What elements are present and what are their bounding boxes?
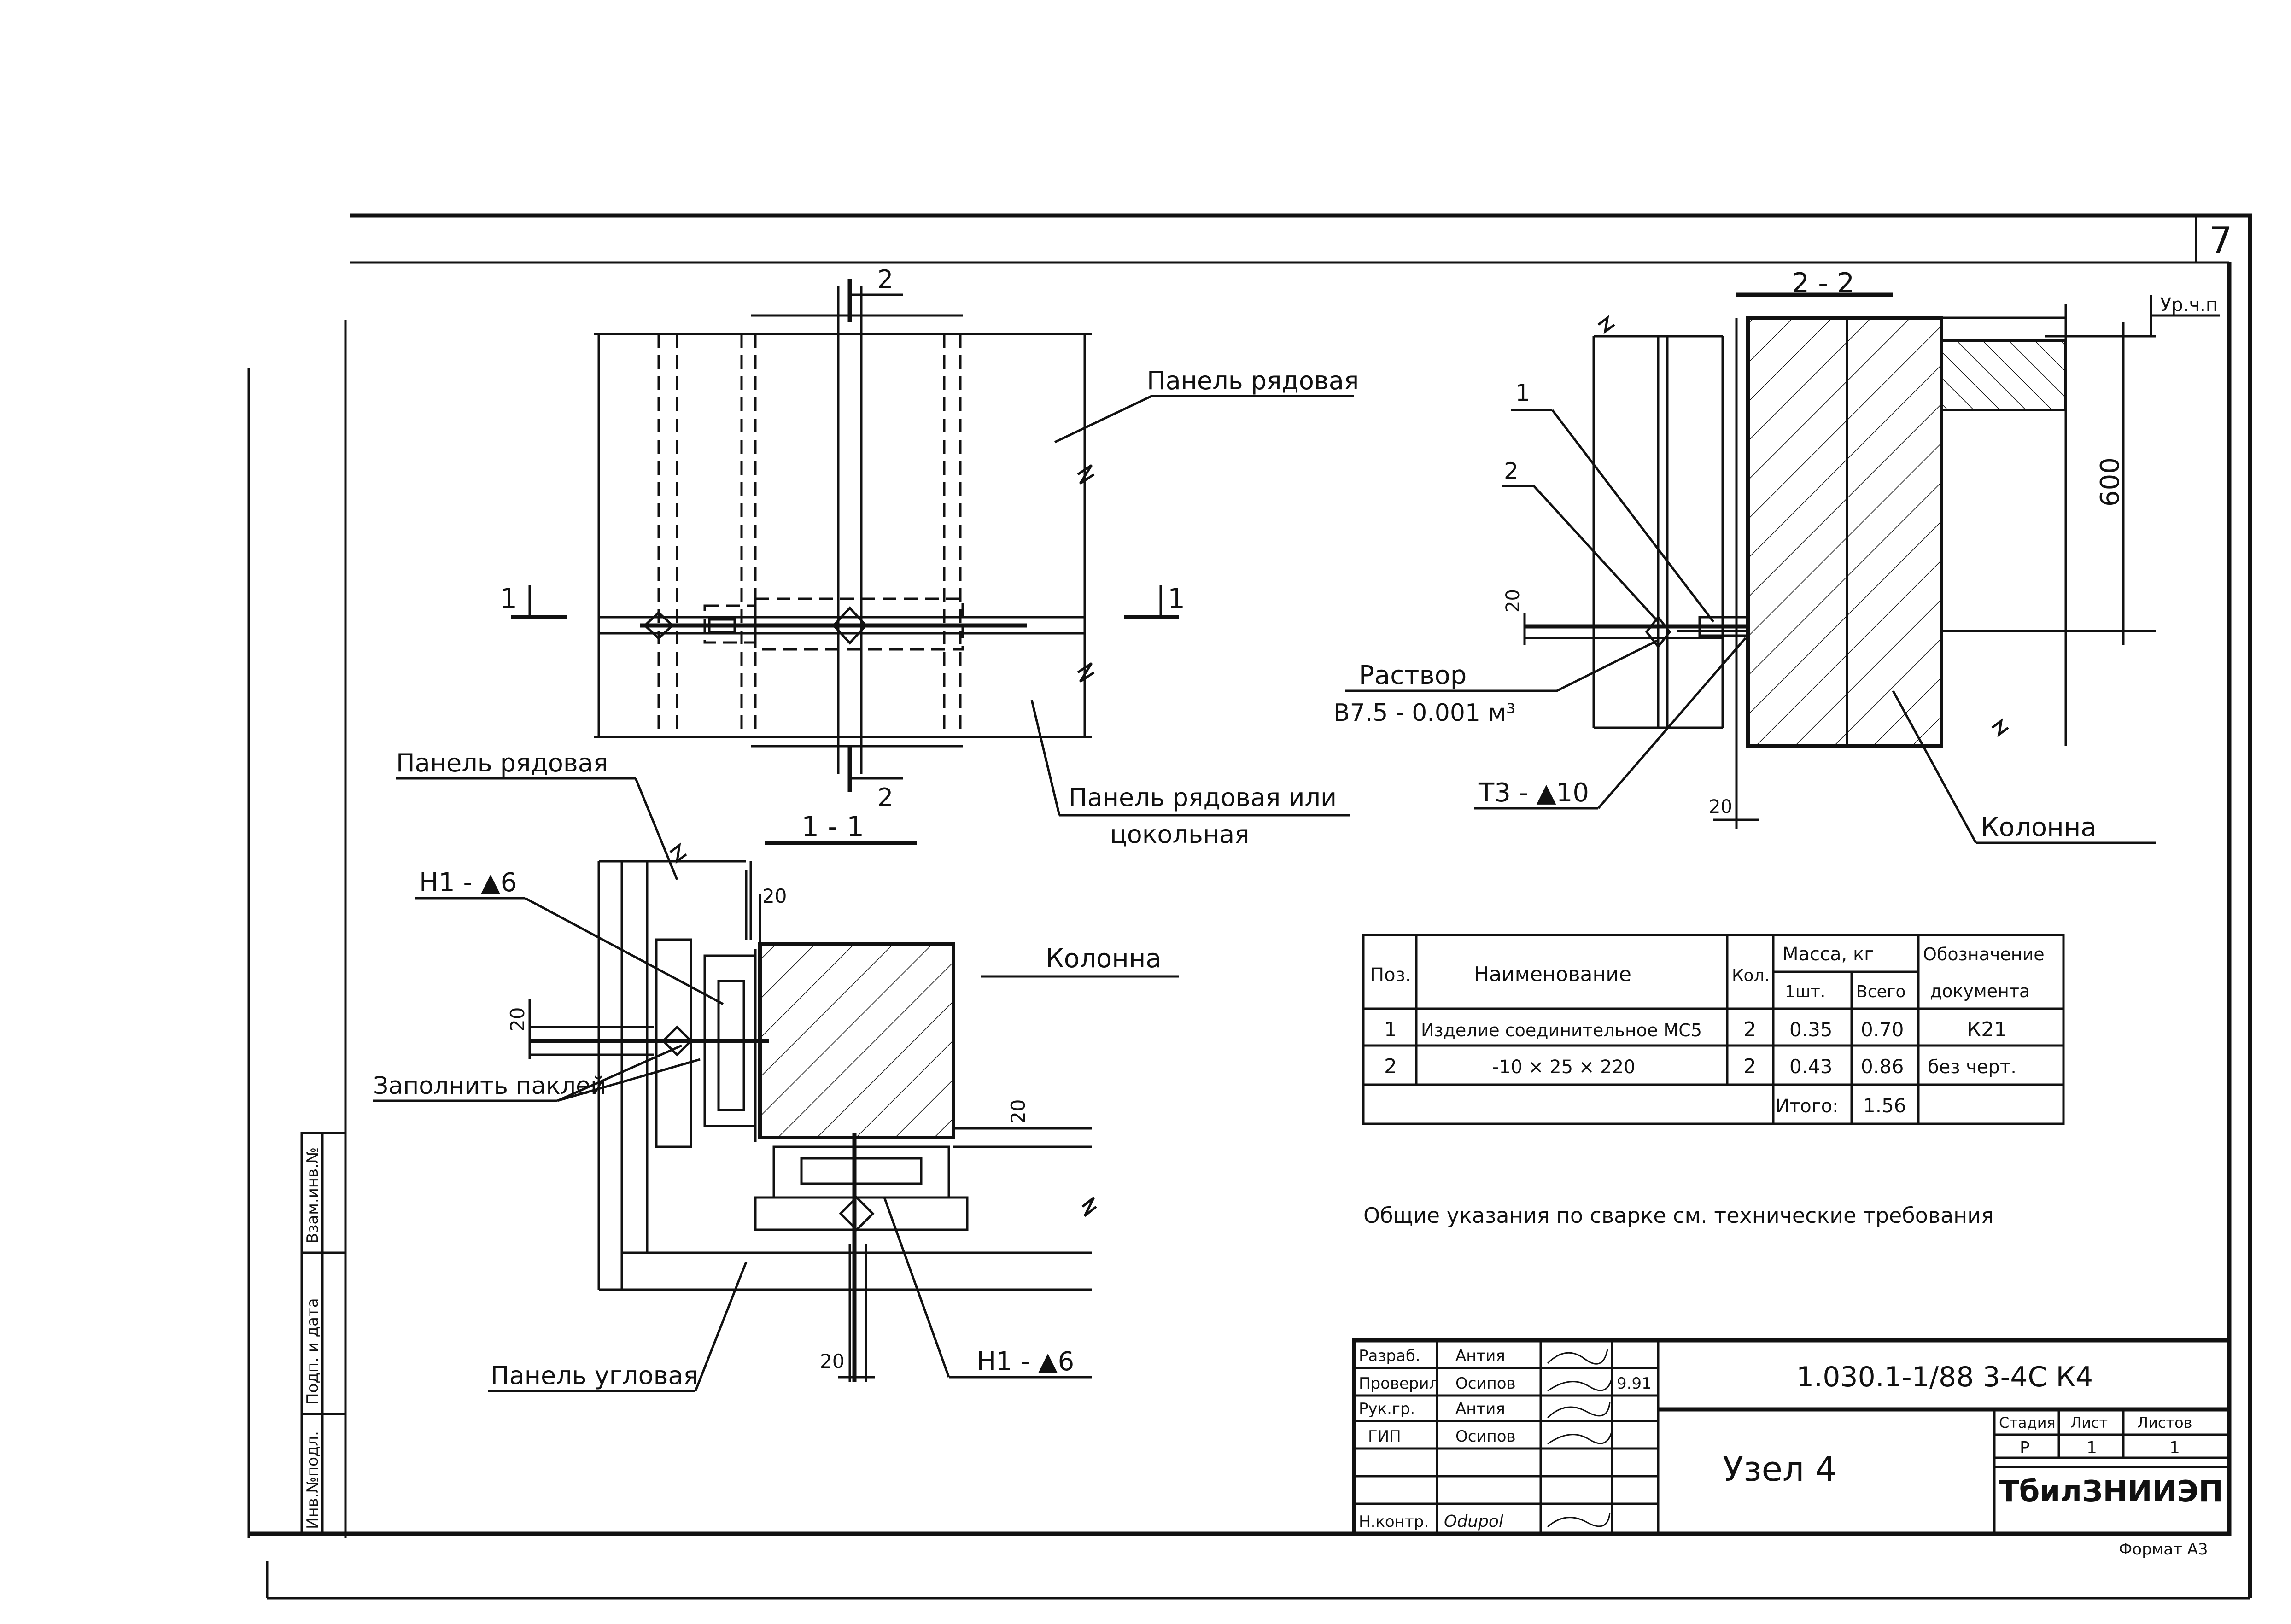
spec-row-2-pos: 2: [1384, 1055, 1397, 1078]
spec-header-mass-unit: 1шт.: [1785, 982, 1825, 1001]
stamp-cell-inv: Инв.№подл.: [304, 1431, 322, 1529]
tb-date: 9.91: [1617, 1374, 1652, 1393]
spec-row-2-unit: 0.43: [1789, 1055, 1833, 1078]
spec-row-1-pos: 1: [1384, 1018, 1397, 1041]
tb-name-checker: Осипов: [1455, 1374, 1516, 1393]
spec-header-doc-1: Обозначение: [1923, 944, 2045, 964]
tb-role-norm-control: Н.контр.: [1359, 1513, 1429, 1531]
spec-total-value: 1.56: [1863, 1094, 1906, 1117]
dim-20-gap: 20: [1502, 589, 1524, 613]
plan-panel-row-label: Панель рядовая: [396, 748, 608, 777]
tb-role-chief-engineer: ГИП: [1368, 1427, 1401, 1446]
plan-weld-bottom-label: Н1 - ▲6: [976, 1347, 1074, 1377]
plan-weld-top-label: Н1 - ▲6: [419, 868, 517, 898]
tb-format: Формат А3: [2119, 1540, 2208, 1559]
plan-dim-20-left: 20: [506, 1007, 529, 1032]
plan-dim-20-top: 20: [762, 885, 787, 907]
spec-row-1-name: Изделие соединительное МС5: [1421, 1020, 1702, 1040]
sheet-number: 7: [2209, 219, 2233, 262]
spec-row-2-qty: 2: [1743, 1055, 1756, 1078]
tb-organization: ТбилЗНИИЭП: [1999, 1475, 2223, 1509]
spec-header-qty: Кол.: [1732, 966, 1770, 985]
tb-stage-label: Стадия: [1999, 1414, 2056, 1431]
tb-sheet-value: 1: [2086, 1438, 2097, 1457]
tb-role-developed: Разраб.: [1359, 1347, 1420, 1365]
spec-header-name: Наименование: [1474, 963, 1631, 986]
fill-glue-label: Заполнить паклей: [373, 1072, 606, 1100]
callout-1: 1: [1515, 380, 1530, 406]
spec-row-1-total: 0.70: [1861, 1018, 1904, 1041]
spec-total-label: Итого:: [1776, 1096, 1839, 1117]
welding-note: Общие указания по сварке см. технические…: [1363, 1203, 1994, 1228]
spec-header-doc-2: документа: [1930, 981, 2030, 1001]
mortar-spec: В7.5 - 0.001 м³: [1333, 699, 1516, 727]
panel-row-label-top: Панель рядовая: [1147, 366, 1359, 395]
tb-name-norm-control: Odupol: [1444, 1512, 1503, 1531]
dim-20-bottom: 20: [1709, 796, 1732, 818]
title-block: [1352, 1338, 2232, 1536]
spec-header-pos: Поз.: [1370, 964, 1411, 986]
spec-header-mass-total: Всего: [1856, 982, 1906, 1001]
tb-sheets-value: 1: [2169, 1438, 2180, 1457]
tb-role-checked: Проверил: [1359, 1374, 1439, 1393]
mortar-label: Раствор: [1359, 660, 1467, 690]
stamp-cell-replace: Взам.инв.№: [304, 1147, 322, 1244]
callout-2: 2: [1504, 458, 1519, 485]
tb-node-title: Узел 4: [1723, 1449, 1837, 1489]
view-2-2: [1345, 292, 2220, 844]
view-1-1: [511, 279, 1354, 845]
spec-row-1-doc: К21: [1967, 1018, 2007, 1041]
tb-name-group-lead: Антия: [1455, 1400, 1505, 1418]
tb-designation: 1.030.1-1/88 3-4С К4: [1796, 1361, 2093, 1393]
plan-view: [373, 777, 1179, 1392]
section-1-mark-right: 1: [1168, 583, 1185, 615]
plan-dim-20-right: 20: [1007, 1099, 1029, 1124]
stamp-cell-sign: Подп. и дата: [304, 1298, 322, 1405]
column-label-section: Колонна: [1981, 812, 2097, 842]
spec-row-2-doc: без черт.: [1928, 1057, 2016, 1078]
tb-sheet-label: Лист: [2070, 1414, 2108, 1431]
spec-table: [1362, 934, 2065, 1125]
level-mark: Ур.ч.п: [2160, 294, 2218, 315]
spec-row-1-qty: 2: [1743, 1018, 1756, 1041]
section-1-mark-left: 1: [500, 583, 517, 615]
plan-dim-20-bottom: 20: [820, 1350, 844, 1373]
view-1-1-title: 1 - 1: [801, 811, 864, 843]
tb-role-group-lead: Рук.гр.: [1359, 1400, 1415, 1418]
tb-name-chief-engineer: Осипов: [1455, 1427, 1516, 1446]
dim-600: 600: [2095, 457, 2125, 507]
plan-column-label: Колонна: [1046, 944, 1162, 974]
panel-row-or-plinth-label: Панель рядовая или: [1069, 783, 1337, 812]
panel-plinth-label: цокольная: [1110, 820, 1250, 849]
tb-stage-value: Р: [2020, 1438, 2030, 1457]
weld-t3-label: Т3 - ▲10: [1478, 778, 1589, 808]
spec-row-1-unit: 0.35: [1789, 1018, 1833, 1041]
panel-corner-label: Панель угловая: [491, 1361, 698, 1390]
view-2-2-title: 2 - 2: [1792, 267, 1854, 299]
spec-row-2-total: 0.86: [1861, 1055, 1904, 1078]
sheet-frame: [247, 213, 2252, 1600]
stamp-sidebar: Инв.№подл. Подп. и дата Взам.инв.№: [300, 1132, 347, 1535]
spec-row-2-name: -10 × 25 × 220: [1492, 1057, 1635, 1078]
spec-header-mass: Масса, кг: [1783, 944, 1874, 965]
tb-sheets-label: Листов: [2137, 1414, 2192, 1431]
tb-name-developer: Антия: [1455, 1347, 1505, 1365]
signatures: [1547, 1349, 1613, 1528]
section-2-mark-top: 2: [877, 265, 893, 294]
section-2-mark-bottom: 2: [877, 783, 893, 812]
